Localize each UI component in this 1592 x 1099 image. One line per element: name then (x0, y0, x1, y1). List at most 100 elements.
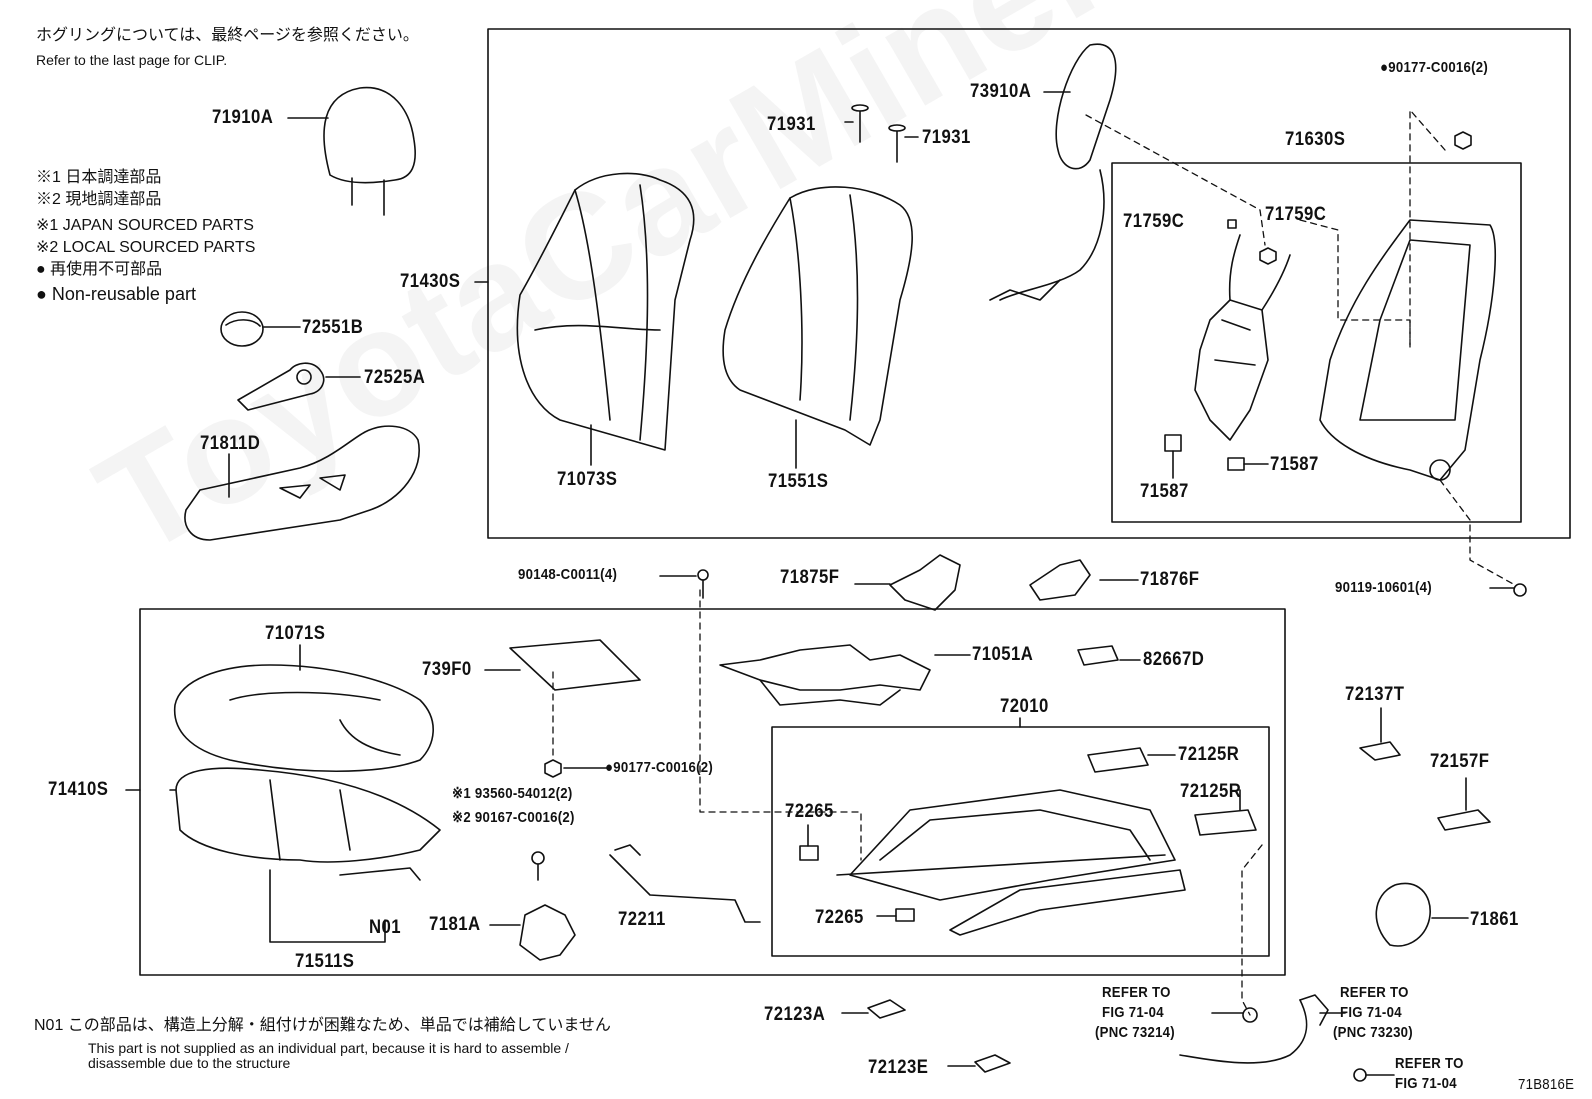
part-label[interactable]: 71630S (1285, 129, 1346, 150)
part-label[interactable]: 71587 (1140, 481, 1189, 502)
part-label[interactable]: ※2 90167-C0016(2) (452, 809, 575, 826)
recliner-lever-icon (237, 362, 361, 411)
part-label[interactable]: 71551S (768, 471, 829, 492)
part-label[interactable]: 739F0 (422, 659, 472, 680)
part-label[interactable]: 71759C (1265, 204, 1327, 225)
part-label[interactable]: 72525A (364, 367, 426, 388)
seatback-cover-icon (722, 186, 913, 469)
part-label[interactable]: 72211 (618, 909, 666, 930)
refer-label[interactable]: FIG 71-04 (1102, 1004, 1164, 1021)
n01-note-jp: N01 この部品は、構造上分解・組付けが困難なため、単品では補給していません (34, 1017, 611, 1034)
seat-adjuster-icon (836, 717, 1186, 936)
cover-icon (1087, 747, 1176, 773)
part-label[interactable]: N01 (369, 917, 401, 938)
part-label[interactable]: 71811D (200, 433, 261, 454)
clip-note-jp: ホグリングについては、最終ページを参照ください。 (36, 27, 419, 44)
part-label[interactable]: 72123A (764, 1004, 826, 1025)
part-label[interactable]: 7181A (429, 914, 481, 935)
seat-heater-icon (989, 43, 1117, 301)
seat-spring-icon (719, 644, 971, 706)
cover-icon (1375, 882, 1469, 947)
part-label[interactable]: 71410S (48, 779, 109, 800)
clip-icon (1077, 645, 1141, 666)
seatback-frame-icon (1319, 219, 1496, 481)
refer-label[interactable]: REFER TO (1340, 984, 1409, 1001)
clip-icon (1164, 434, 1182, 479)
lumbar-support-icon (1194, 234, 1291, 441)
part-label[interactable]: 72123E (868, 1057, 929, 1078)
n01-note-en1: This part is not supplied as an individu… (88, 1040, 569, 1056)
part-label[interactable]: 71931 (767, 114, 816, 135)
cushion-cover-icon (175, 767, 441, 943)
part-label[interactable]: ●90177-C0016(2) (1380, 59, 1489, 76)
part-label[interactable]: 72551B (302, 317, 364, 338)
refer-label[interactable]: (PNC 73230) (1333, 1024, 1413, 1041)
seatback-pad-icon (516, 172, 695, 466)
cover-icon (1194, 789, 1257, 836)
part-label[interactable]: ●90177-C0016(2) (605, 759, 714, 776)
screw-icon (659, 569, 709, 599)
part-label[interactable]: 82667D (1143, 649, 1205, 670)
part-label[interactable]: 71910A (212, 107, 274, 128)
part-label[interactable]: 71876F (1140, 569, 1200, 590)
refer-label[interactable]: (PNC 73214) (1095, 1024, 1175, 1041)
refer-label[interactable]: REFER TO (1102, 984, 1171, 1001)
part-label[interactable]: 71430S (400, 271, 461, 292)
part-label[interactable]: 72157F (1430, 751, 1490, 772)
part-label[interactable]: 71051A (972, 644, 1034, 665)
part-label[interactable]: 71861 (1470, 909, 1519, 930)
clip-icon (876, 908, 915, 922)
clip-icon (1259, 247, 1277, 265)
side-shield-icon (184, 425, 420, 541)
refer-label[interactable]: REFER TO (1395, 1055, 1464, 1072)
legend-en1: ※1 JAPAN SOURCED PARTS (36, 217, 254, 234)
knob-cover-icon (220, 311, 301, 347)
nut-icon (1454, 131, 1472, 150)
nut-icon (544, 759, 611, 778)
refer-label[interactable]: FIG 71-04 (1395, 1075, 1457, 1092)
part-label[interactable]: 71931 (922, 127, 971, 148)
seatback-group-frame (487, 28, 1571, 539)
release-rod-icon (609, 844, 761, 923)
cover-icon (947, 1054, 1011, 1073)
refer-label[interactable]: FIG 71-04 (1340, 1004, 1402, 1021)
part-label[interactable]: 73910A (970, 81, 1032, 102)
part-label[interactable]: 72137T (1345, 684, 1405, 705)
legend-nonreuse-en: ● Non-reusable part (36, 284, 196, 304)
seat-track-lock-icon (489, 904, 576, 961)
legend-jp2: ※2 現地調達部品 (36, 191, 162, 208)
part-label[interactable]: 72265 (785, 801, 834, 822)
part-label[interactable]: 72010 (1000, 696, 1049, 717)
wire-harness-icon (1179, 994, 1395, 1082)
cover-icon (841, 999, 906, 1019)
clip-icon (1227, 219, 1237, 229)
bolt-icon (1489, 583, 1527, 597)
part-label[interactable]: 71759C (1123, 211, 1185, 232)
cushion-group-frame (139, 608, 1286, 976)
bracket-icon (1029, 559, 1139, 601)
legend-en2: ※2 LOCAL SOURCED PARTS (36, 239, 256, 256)
n01-note-en2: disassemble due to the structure (88, 1055, 291, 1071)
part-label[interactable]: 72125R (1178, 744, 1240, 765)
part-label[interactable]: 90148-C0011(4) (518, 566, 618, 583)
clip-icon (799, 824, 819, 861)
part-label[interactable]: 71073S (557, 469, 618, 490)
clip-icon (1227, 457, 1269, 471)
part-label[interactable]: 71071S (265, 623, 326, 644)
cover-icon (1359, 707, 1401, 761)
screw-icon (531, 851, 545, 881)
part-label[interactable]: 71875F (780, 567, 840, 588)
part-label[interactable]: 90119-10601(4) (1335, 579, 1432, 596)
legend-jp1: ※1 日本調達部品 (36, 169, 162, 186)
part-label[interactable]: 72265 (815, 907, 864, 928)
part-label[interactable]: 72125R (1180, 781, 1242, 802)
headrest-icon (287, 86, 416, 216)
part-label[interactable]: 71511S (295, 951, 355, 972)
cushion-pad-icon (173, 644, 434, 773)
part-label[interactable]: 71587 (1270, 454, 1319, 475)
part-label[interactable]: ※1 93560-54012(2) (452, 785, 573, 802)
figure-code: 71B816E (1518, 1076, 1575, 1093)
frame-subgroup-frame (1111, 162, 1522, 523)
bracket-icon (854, 554, 961, 611)
